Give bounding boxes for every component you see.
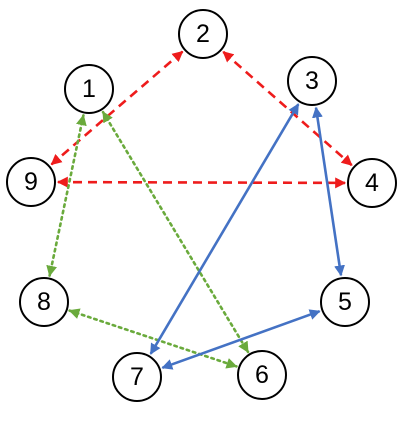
node-2: 2 bbox=[178, 9, 228, 59]
node-4: 4 bbox=[347, 158, 397, 208]
node-1-label: 1 bbox=[82, 75, 96, 103]
node-5-label: 5 bbox=[338, 288, 352, 316]
node-6: 6 bbox=[237, 350, 287, 400]
node-8: 8 bbox=[19, 277, 69, 327]
node-8-label: 8 bbox=[37, 288, 51, 316]
edge-3-5 bbox=[312, 106, 345, 277]
node-5: 5 bbox=[320, 277, 370, 327]
edge-9-4 bbox=[56, 176, 347, 189]
nodes-layer: 1 2 3 4 5 6 7 bbox=[6, 9, 397, 402]
edge-5-7 bbox=[161, 309, 321, 370]
node-6-label: 6 bbox=[255, 361, 269, 389]
edge-2-9 bbox=[50, 50, 184, 166]
node-3-label: 3 bbox=[305, 67, 319, 95]
edges-layer bbox=[46, 50, 353, 370]
node-1: 1 bbox=[64, 64, 114, 114]
edge-1-6 bbox=[101, 110, 250, 354]
node-2-circle bbox=[178, 9, 228, 59]
node-1-circle bbox=[64, 64, 114, 114]
node-3-circle bbox=[287, 56, 337, 106]
node-9-label: 9 bbox=[24, 168, 38, 196]
edge-1-8 bbox=[46, 114, 87, 277]
node-8-circle bbox=[19, 277, 69, 327]
node-7-circle bbox=[112, 352, 162, 402]
node-5-circle bbox=[320, 277, 370, 327]
node-9: 9 bbox=[6, 157, 56, 207]
node-9-circle bbox=[6, 157, 56, 207]
node-2-label: 2 bbox=[196, 20, 210, 48]
node-7-label: 7 bbox=[130, 363, 144, 391]
node-7: 7 bbox=[112, 352, 162, 402]
node-4-label: 4 bbox=[365, 169, 379, 197]
node-6-circle bbox=[237, 350, 287, 400]
node-3: 3 bbox=[287, 56, 337, 106]
node-4-circle bbox=[347, 158, 397, 208]
